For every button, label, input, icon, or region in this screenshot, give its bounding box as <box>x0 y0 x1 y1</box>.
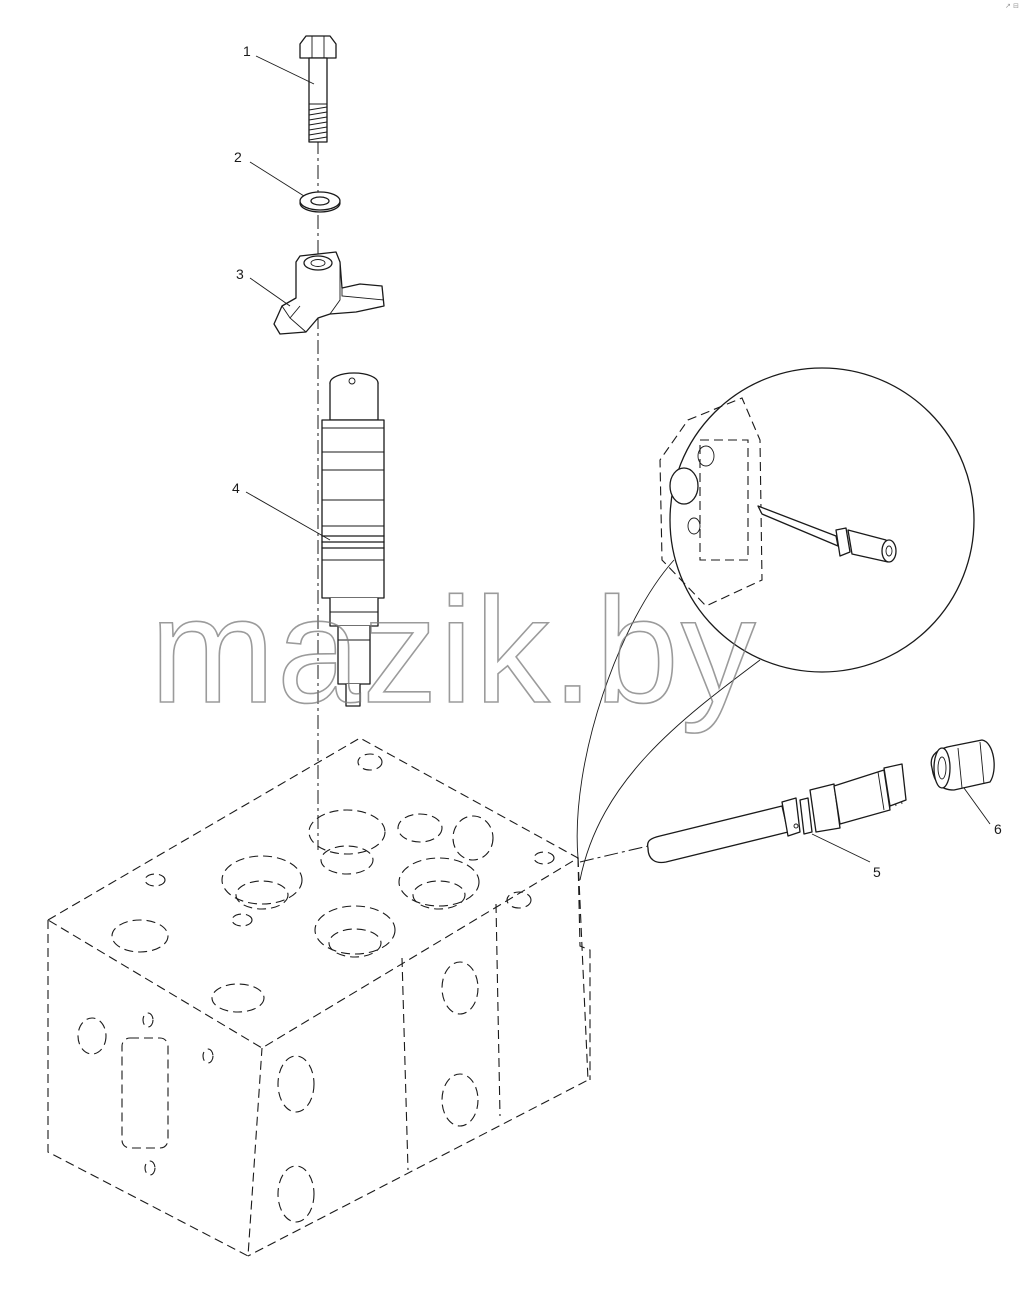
callout-5: 5 <box>873 864 881 880</box>
callout-6: 6 <box>994 821 1002 837</box>
callout-4: 4 <box>232 480 240 496</box>
callout-3: 3 <box>236 266 244 282</box>
nut-icon[interactable] <box>930 739 995 791</box>
bolt-icon[interactable] <box>299 35 337 143</box>
injector-icon[interactable] <box>321 372 385 707</box>
clamp-icon[interactable] <box>273 251 385 335</box>
corner-mark: ↗ ⊟ <box>1005 2 1019 10</box>
cylinder-head <box>46 737 591 1257</box>
washer-icon[interactable] <box>299 191 341 213</box>
callout-1: 1 <box>243 43 251 59</box>
watermark: mazik.by <box>150 566 758 734</box>
detail-view <box>576 367 975 881</box>
callout-2: 2 <box>234 149 242 165</box>
connector-pipe-icon[interactable] <box>579 763 907 864</box>
leader-lines <box>245 55 991 863</box>
